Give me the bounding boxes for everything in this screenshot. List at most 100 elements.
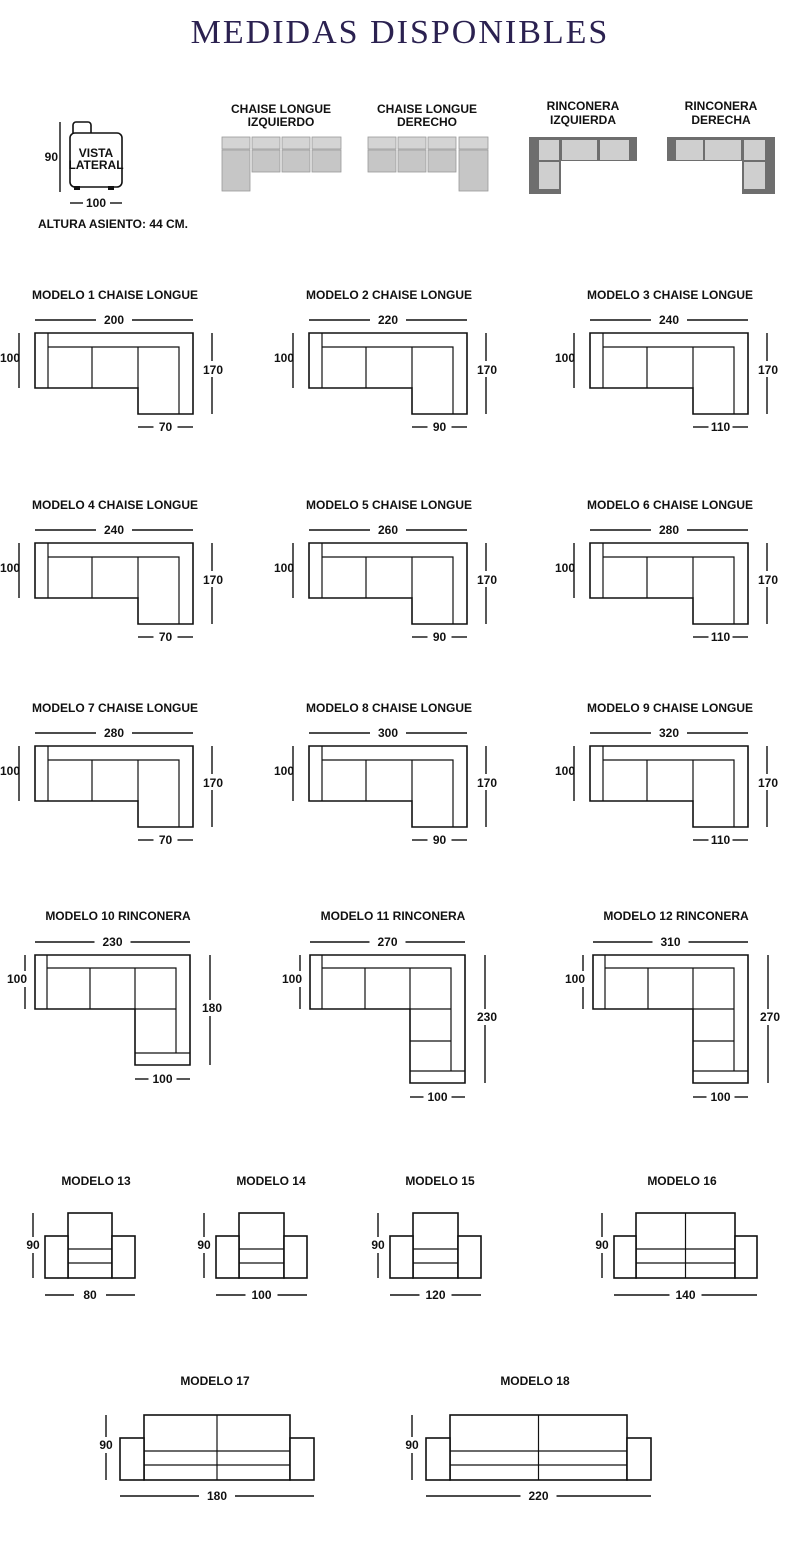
- side-label-1: VISTA: [79, 146, 114, 160]
- config-icon-chaise-right: [367, 136, 489, 192]
- single-height-label: 90: [595, 1238, 609, 1252]
- page-title: MEDIDAS DISPONIBLES: [190, 14, 610, 51]
- corner-depth-bg: [563, 971, 589, 987]
- chaise-length-bg: [756, 361, 780, 377]
- single-height-label: 90: [26, 1238, 40, 1252]
- config-icon-corner-right: [667, 137, 775, 194]
- config-4-line1: RINCONERA: [685, 99, 758, 113]
- corner-side-width-label: 100: [710, 1090, 730, 1104]
- config-1-line1: CHAISE LONGUE: [231, 102, 331, 116]
- chaise-width-bottom-label: 110: [711, 630, 731, 644]
- config-2-line2: DERECHO: [397, 115, 457, 129]
- single-model-title: MODELO 13: [61, 1174, 131, 1188]
- chaise-sofa-outline: [589, 332, 749, 415]
- chaise-width-label: 260: [378, 523, 398, 537]
- chaise-length-label: 170: [477, 573, 497, 587]
- corner-side-bg: [474, 1009, 500, 1025]
- chaise-length-bg: [201, 571, 225, 587]
- corner-depth-bg: [5, 971, 31, 987]
- corner-side-label: 230: [477, 1010, 497, 1024]
- chaise-model-title: MODELO 8 CHAISE LONGUE: [306, 701, 472, 715]
- config-1-line2: IZQUIERDO: [248, 115, 315, 129]
- chaise-depth-label: 100: [555, 764, 575, 778]
- corner-sofa-outline: [592, 954, 749, 1084]
- chaise-width-bottom-label: 90: [433, 420, 447, 434]
- corner-depth-bg: [280, 971, 306, 987]
- side-leg-back: [108, 186, 114, 190]
- single-height-bg: [192, 1237, 214, 1253]
- single-width-label: 140: [675, 1288, 695, 1302]
- double-arm-right: [626, 1437, 652, 1481]
- single-arm-right: [111, 1235, 136, 1279]
- chaise-width-bottom-label: 90: [433, 833, 447, 847]
- chaise-length-label: 170: [477, 363, 497, 377]
- single-model-title: MODELO 16: [647, 1174, 717, 1188]
- chaise-length-label: 170: [477, 776, 497, 790]
- chaise-width-bottom-label: 70: [159, 833, 173, 847]
- side-view: 90 VISTA LATERAL 100 ALTURA ASIENTO: 44 …: [38, 121, 188, 231]
- chaise-length-bg: [201, 774, 225, 790]
- corner-sofa-outline: [309, 954, 466, 1084]
- chaise-length-label: 170: [203, 363, 223, 377]
- corner-side-bg: [757, 1009, 783, 1025]
- single-height-bg: [590, 1237, 612, 1253]
- single-height-bg: [21, 1237, 43, 1253]
- corner-sofa-outline: [34, 954, 191, 1066]
- single-arm-left: [389, 1235, 414, 1279]
- double-width-label: 220: [528, 1489, 548, 1503]
- chaise-length-bg: [475, 571, 499, 587]
- chaise-model-title: MODELO 9 CHAISE LONGUE: [587, 701, 753, 715]
- chaise-model-title: MODELO 4 CHAISE LONGUE: [32, 498, 198, 512]
- side-label-2: LATERAL: [68, 158, 123, 172]
- single-arm-right: [734, 1235, 758, 1279]
- chaise-length-bg: [201, 361, 225, 377]
- chaise-length-label: 170: [203, 573, 223, 587]
- chaise-sofa-outline: [589, 542, 749, 625]
- chaise-width-label: 320: [659, 726, 679, 740]
- double-width-label: 180: [207, 1489, 227, 1503]
- chaise-sofa-outline: [308, 332, 468, 415]
- corner-side-width-label: 100: [427, 1090, 447, 1104]
- chaise-depth-label: 100: [0, 764, 20, 778]
- single-arm-left: [215, 1235, 240, 1279]
- chaise-depth-label: 100: [555, 561, 575, 575]
- single-back: [412, 1212, 459, 1279]
- corner-model-title: MODELO 11 RINCONERA: [321, 909, 466, 923]
- single-height-bg: [366, 1237, 388, 1253]
- config-icon-chaise-left: [221, 136, 342, 192]
- corner-depth-label: 100: [565, 972, 585, 986]
- single-arm-right: [457, 1235, 482, 1279]
- double-height-label: 90: [405, 1438, 419, 1452]
- double-arm-left: [119, 1437, 145, 1481]
- single-height-label: 90: [197, 1238, 211, 1252]
- corner-model-title: MODELO 10 RINCONERA: [45, 909, 191, 923]
- double-arm-left: [425, 1437, 451, 1481]
- config-2-line1: CHAISE LONGUE: [377, 102, 477, 116]
- chaise-width-label: 220: [378, 313, 398, 327]
- chaise-depth-label: 100: [555, 351, 575, 365]
- chaise-width-bottom-label: 110: [711, 420, 731, 434]
- chaise-length-label: 170: [758, 573, 778, 587]
- single-model-title: MODELO 14: [236, 1174, 306, 1188]
- chaise-sofa-outline: [34, 745, 194, 828]
- corner-depth-label: 100: [7, 972, 27, 986]
- chaise-depth-label: 100: [274, 351, 294, 365]
- double-arm-right: [289, 1437, 315, 1481]
- single-height-label: 90: [371, 1238, 385, 1252]
- corner-side-width-label: 100: [152, 1072, 172, 1086]
- chaise-width-label: 280: [659, 523, 679, 537]
- single-width-label: 120: [425, 1288, 445, 1302]
